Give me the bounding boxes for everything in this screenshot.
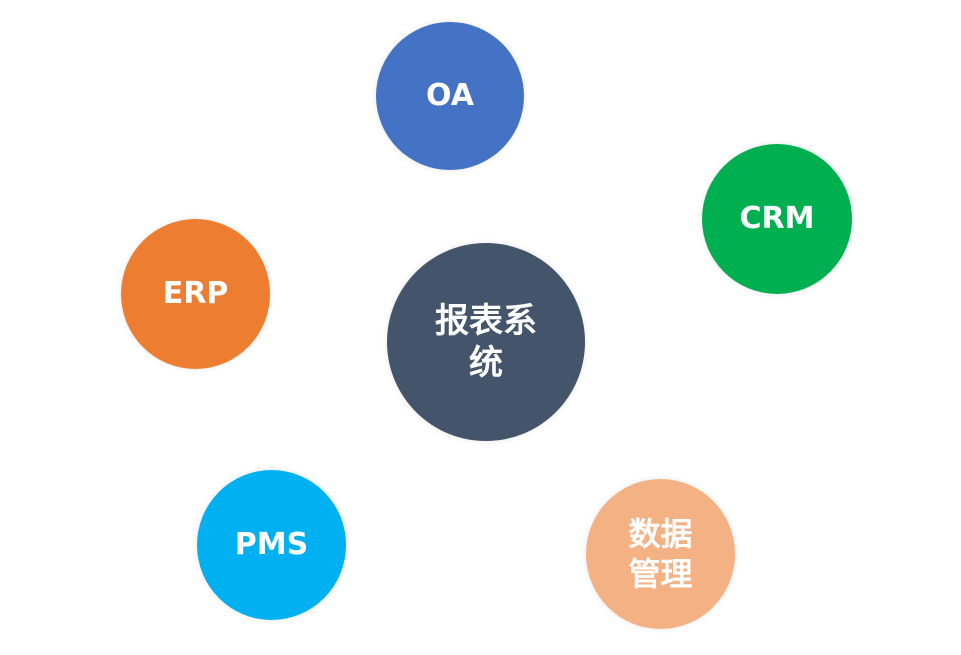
- node-data-management-label: 数据 管理: [628, 515, 693, 593]
- center-node-label: 报表系 统: [435, 300, 537, 384]
- node-data-management: 数据 管理: [586, 479, 735, 629]
- node-erp: ERP: [121, 219, 270, 369]
- node-erp-label: ERP: [162, 276, 229, 312]
- node-pms-label: PMS: [234, 527, 309, 563]
- node-crm-label: CRM: [739, 201, 815, 237]
- node-crm: CRM: [702, 144, 852, 294]
- node-pms: PMS: [197, 470, 346, 620]
- center-node-report-system: 报表系 统: [387, 243, 585, 441]
- node-oa: OA: [376, 22, 524, 170]
- node-oa-label: OA: [426, 78, 474, 114]
